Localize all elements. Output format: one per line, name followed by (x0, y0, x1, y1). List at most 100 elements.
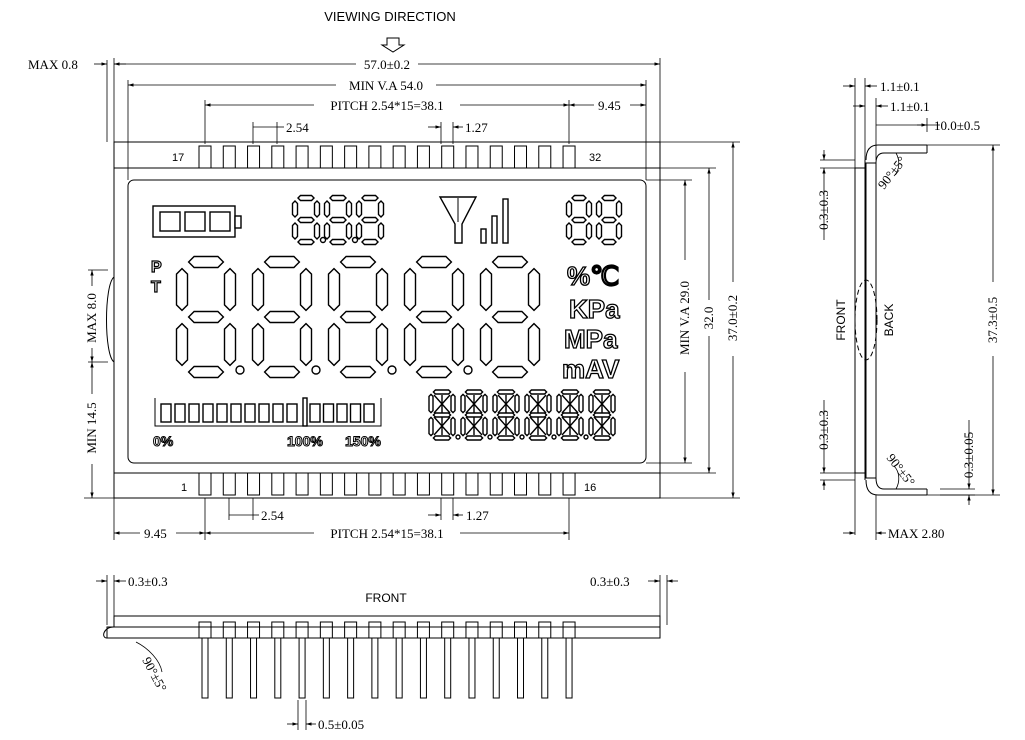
bottom-view-pin-head (538, 621, 552, 639)
alphanumeric-digits (428, 389, 616, 441)
bar-graph-segment (202, 403, 214, 423)
alpha-digit (556, 389, 584, 441)
alpha-decimal-point (455, 434, 461, 440)
top-pin (295, 145, 309, 169)
bottom-pin (368, 472, 382, 496)
top-pin (562, 145, 576, 169)
gap-bottom-label: 0.3±0.3 (816, 410, 831, 450)
bottom-pin (319, 472, 333, 496)
bar-graph-segment (363, 403, 375, 423)
pitch-top-label: PITCH 2.54*15=38.1 (330, 98, 443, 113)
bottom-pin-row (198, 472, 576, 496)
bar-graph-segment (349, 403, 362, 423)
alpha-digit (460, 389, 488, 441)
top-pin (416, 145, 430, 169)
bar-graph-segment (244, 403, 256, 423)
top-pin (344, 145, 358, 169)
bottom-view-pin-leg (468, 637, 476, 699)
unit-mav: mAV (562, 354, 620, 384)
bottom-view-pin-head (295, 621, 309, 639)
small-digits-8.8.8 (291, 194, 385, 246)
top-pin (319, 145, 333, 169)
bottom-view-pin-head (271, 621, 285, 639)
p-indicator: P (151, 259, 162, 276)
edge-offset-bottom-label: 9.45 (144, 526, 167, 541)
angle-top-label: 90°±5° (875, 153, 910, 191)
top-pin (247, 145, 261, 169)
small-digit (355, 194, 385, 246)
right-digit (595, 194, 623, 246)
bottom-pin (271, 472, 285, 496)
bottom-view-pin-head (489, 621, 503, 639)
alpha-decimal-point (487, 434, 493, 440)
bottom-pin (441, 472, 455, 496)
alpha-digit (492, 389, 520, 441)
bar-graph-marker (302, 397, 308, 427)
bar-graph-segment (286, 403, 298, 423)
top-pin (198, 145, 212, 169)
bottom-view-pin-leg (322, 637, 330, 699)
bar-label-150: 150% (345, 433, 381, 449)
pin-thickness-label: 0.3±0.05 (961, 432, 976, 478)
side-back-label: BACK (882, 304, 896, 337)
pin-width-top-label: 1.27 (465, 120, 488, 135)
top-pin (465, 145, 479, 169)
top-pin (271, 145, 285, 169)
bottom-view-pin-head (392, 621, 406, 639)
angle-bottom-label: 90°±5° (884, 451, 919, 489)
top-pin (489, 145, 503, 169)
pin-length-label: 10.0±0.5 (934, 118, 980, 133)
small-decimal-point (319, 236, 327, 244)
top-pin (392, 145, 406, 169)
bottom-view-pin-leg (517, 637, 525, 699)
max-thickness-label: MAX 2.80 (888, 526, 944, 541)
unit-kpa: KPa (569, 294, 620, 324)
viewing-direction-label: VIEWING DIRECTION (324, 9, 455, 24)
bottom-view-pin-leg (225, 637, 233, 699)
pin-width-bottom-label: 1.27 (466, 508, 489, 523)
bottom-view-pin-leg (371, 637, 379, 699)
bottom-view-pin-head (416, 621, 430, 639)
bottom-view-pin-head (514, 621, 528, 639)
bottom-pin-width-label: 0.5±0.05 (318, 717, 364, 732)
top-pin-row (198, 145, 576, 169)
bottom-view-pin-head (562, 621, 576, 639)
big-decimal-point (387, 365, 397, 375)
min-145-label: MIN 14.5 (84, 402, 99, 453)
signal-antenna-icon (438, 196, 509, 244)
alpha-decimal-point (519, 434, 525, 440)
bar-graph-segment (216, 403, 228, 423)
bottom-view-pin-leg (419, 637, 427, 699)
bottom-pin (514, 472, 528, 496)
bar-graph-segment (230, 403, 242, 423)
bar-graph-segment (272, 403, 284, 423)
outline-height-label: 37.0±0.2 (725, 295, 740, 341)
height-32-label: 32.0 (701, 307, 716, 330)
bottom-view-pin-head (368, 621, 382, 639)
big-digit (403, 255, 465, 379)
t-indicator: T (151, 279, 161, 296)
alpha-decimal-point (551, 434, 557, 440)
bottom-view-pin-leg (492, 637, 500, 699)
front-view-dimensions: MAX 0.8 57.0±0.2 MIN V.A 54.0 PITCH 2.54… (28, 57, 741, 541)
pin-pitch-bottom-label: 2.54 (261, 508, 284, 523)
max-80-label: MAX 8.0 (84, 293, 99, 343)
bottom-view-pin-head (441, 621, 455, 639)
big-digit (251, 255, 313, 379)
bottom-view-pin-leg (298, 637, 306, 699)
bottom-view-pin-head (198, 621, 212, 639)
bottom-view-pin-leg (444, 637, 452, 699)
small-decimal-point (351, 236, 359, 244)
bar-label-100: 100% (287, 433, 323, 449)
bottom-pin (416, 472, 430, 496)
bottom-view-pins (198, 621, 576, 699)
bottom-front-label: FRONT (365, 591, 407, 605)
bottom-pin (295, 472, 309, 496)
bottom-view-pin-leg (201, 637, 209, 699)
pin-32-label: 32 (589, 152, 601, 164)
pin-16-label: 16 (584, 482, 596, 494)
alpha-digit (524, 389, 552, 441)
bottom-view-pin-leg (565, 637, 573, 699)
bottom-view-pin-head (344, 621, 358, 639)
